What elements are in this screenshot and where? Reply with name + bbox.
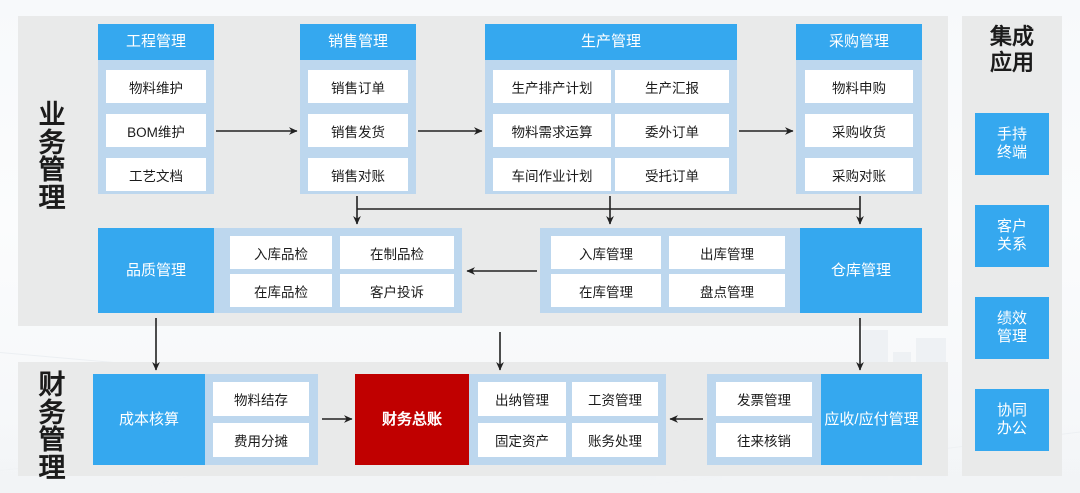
- tile-inbound-quality-inspection[interactable]: 入库品检: [230, 236, 332, 269]
- tile-wip-quality-inspection[interactable]: 在制品检: [340, 236, 454, 269]
- tile-outbound-management[interactable]: 出库管理: [669, 236, 785, 269]
- integration-applications-title: 集成 应用: [962, 24, 1062, 76]
- group-engineering-header[interactable]: 工程管理: [98, 24, 214, 60]
- tile-sales-reconciliation[interactable]: 销售对账: [308, 158, 408, 191]
- tile-purchase-reconciliation[interactable]: 采购对账: [805, 158, 913, 191]
- tile-inbound-management[interactable]: 入库管理: [551, 236, 661, 269]
- tile-stocktaking-management[interactable]: 盘点管理: [669, 274, 785, 307]
- handheld-terminal-line-1: 手持: [996, 126, 1027, 144]
- performance-management-line-1: 绩效: [996, 310, 1027, 328]
- business-label-char-3: 管: [38, 155, 66, 186]
- tile-production-report[interactable]: 生产汇报: [615, 70, 729, 103]
- group-warehouse-header[interactable]: 仓库管理: [800, 228, 922, 313]
- group-purchasing-header[interactable]: 采购管理: [796, 24, 922, 60]
- group-quality-header[interactable]: 品质管理: [98, 228, 214, 313]
- business-label-char-2: 务: [38, 127, 66, 158]
- tile-material-balance[interactable]: 物料结存: [213, 382, 309, 416]
- customer-relationship-line-1: 客户: [996, 218, 1027, 236]
- tile-outsourcing-order[interactable]: 委外订单: [615, 114, 729, 147]
- handheld-terminal-line-2: 终端: [996, 144, 1027, 161]
- performance-management-line-2: 管理: [996, 328, 1027, 345]
- tile-sales-order[interactable]: 销售订单: [308, 70, 408, 103]
- tile-engineering-bom-maintenance[interactable]: BOM维护: [106, 114, 206, 147]
- tile-production-schedule-plan[interactable]: 生产排产计划: [493, 70, 611, 103]
- tile-material-requisition[interactable]: 物料申购: [805, 70, 913, 103]
- tile-stock-management[interactable]: 在库管理: [551, 274, 661, 307]
- tile-expense-allocation[interactable]: 费用分摊: [213, 423, 309, 457]
- tile-entrusted-order[interactable]: 受托订单: [615, 158, 729, 191]
- group-general-ledger-header[interactable]: 财务总账: [355, 374, 469, 465]
- tile-stock-quality-inspection[interactable]: 在库品检: [230, 274, 332, 307]
- group-production-header[interactable]: 生产管理: [485, 24, 737, 60]
- tile-invoice-management[interactable]: 发票管理: [716, 382, 812, 416]
- finance-label-char-4: 理: [38, 452, 66, 483]
- integration-title-line-2: 应用: [989, 49, 1034, 75]
- finance-label-char-1: 财: [38, 370, 66, 400]
- tile-sales-delivery[interactable]: 销售发货: [308, 114, 408, 147]
- integration-app-handheld-terminal[interactable]: 手持 终端: [975, 113, 1049, 175]
- integration-app-performance-management[interactable]: 绩效 管理: [975, 297, 1049, 359]
- tile-purchase-receipt[interactable]: 采购收货: [805, 114, 913, 147]
- finance-label-char-2: 务: [38, 397, 66, 428]
- tile-engineering-process-document[interactable]: 工艺文档: [106, 158, 206, 191]
- tile-transaction-writeoff[interactable]: 往来核销: [716, 423, 812, 457]
- tile-payroll-management[interactable]: 工资管理: [572, 382, 658, 416]
- tile-cashier-management[interactable]: 出纳管理: [478, 382, 566, 416]
- tile-fixed-assets[interactable]: 固定资产: [478, 423, 566, 457]
- section-label-finance-management: 财 务 管 理: [30, 370, 74, 483]
- integration-title-line-1: 集成: [989, 24, 1034, 49]
- customer-relationship-line-2: 关系: [996, 236, 1027, 253]
- group-sales-header[interactable]: 销售管理: [300, 24, 416, 60]
- tile-accounting-processing[interactable]: 账务处理: [572, 423, 658, 457]
- section-label-business-management: 业 务 管 理: [30, 100, 74, 213]
- business-label-char-4: 理: [38, 182, 66, 213]
- finance-label-char-3: 管: [38, 425, 66, 456]
- collaborative-office-line-2: 办公: [996, 420, 1027, 437]
- group-cost-accounting-header[interactable]: 成本核算: [93, 374, 205, 465]
- tile-material-requirement-calculation[interactable]: 物料需求运算: [493, 114, 611, 147]
- integration-app-collaborative-office[interactable]: 协同 办公: [975, 389, 1049, 451]
- tile-engineering-material-maintenance[interactable]: 物料维护: [106, 70, 206, 103]
- business-label-char-1: 业: [38, 100, 66, 130]
- collaborative-office-line-1: 协同: [996, 402, 1027, 420]
- group-receivable-payable-header[interactable]: 应收/应付管理: [821, 374, 922, 465]
- integration-app-customer-relationship[interactable]: 客户 关系: [975, 205, 1049, 267]
- tile-workshop-operation-plan[interactable]: 车间作业计划: [493, 158, 611, 191]
- tile-customer-complaint[interactable]: 客户投诉: [340, 274, 454, 307]
